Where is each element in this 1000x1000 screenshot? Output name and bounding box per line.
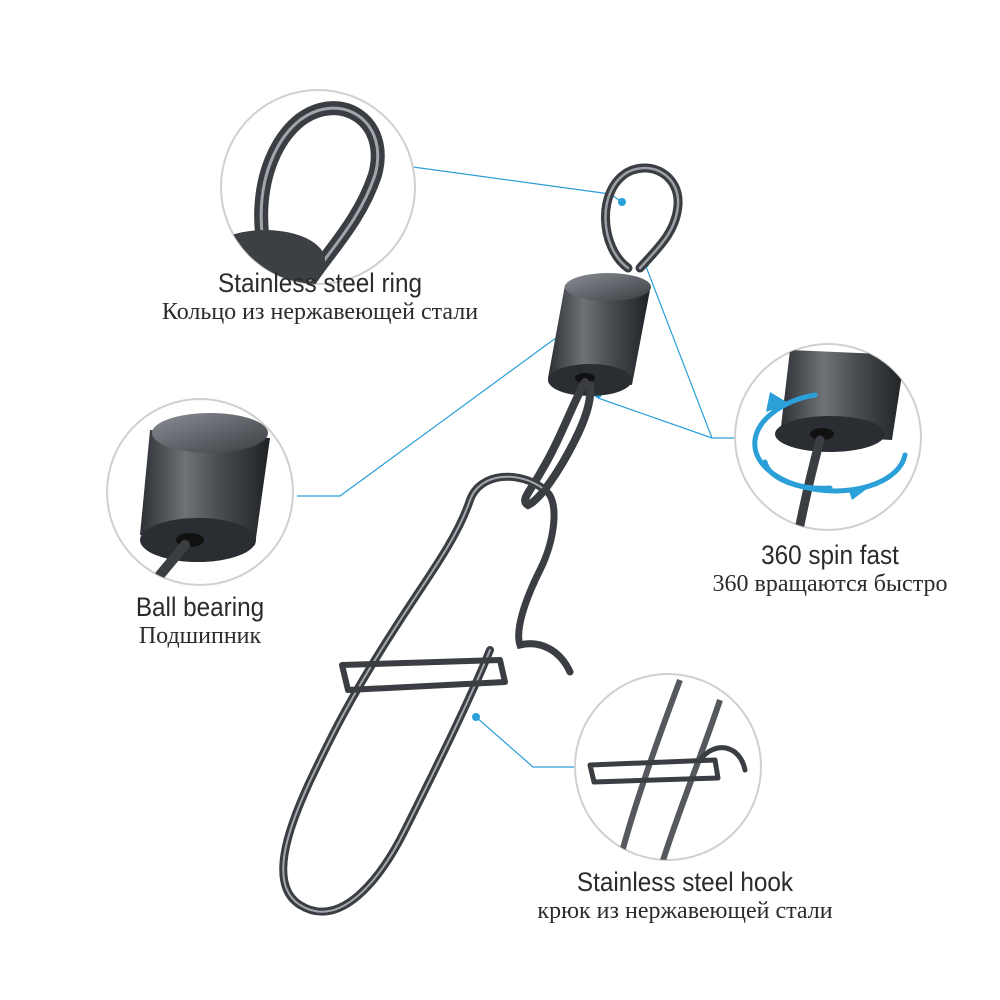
- spin-detail-circle: [734, 343, 922, 531]
- ring-title: Stainless steel ring: [218, 268, 422, 298]
- bearing-detail-circle: [106, 398, 294, 586]
- ring-callout-label: Stainless steel ring Кольцо из нержавеющ…: [120, 268, 520, 327]
- bearing-barrel: [548, 273, 651, 396]
- snap-wire-right: [515, 486, 574, 676]
- bearing-callout-label: Ball bearing Подшипник: [80, 592, 320, 651]
- ring-leader-line: [412, 166, 623, 203]
- spin-subtitle: 360 вращаются быстро: [712, 571, 948, 598]
- hook-subtitle: крюк из нержавеющей стали: [537, 898, 833, 925]
- bearing-title: Ball bearing: [135, 592, 265, 622]
- hook-leader-line: [475, 716, 575, 768]
- spin-leader-line-lower: [597, 397, 713, 439]
- spin-callout-label: 360 spin fast 360 вращаются быстро: [680, 540, 980, 599]
- ring-subtitle: Кольцо из нержавеющей стали: [161, 299, 479, 326]
- snap-latch: [339, 657, 508, 693]
- hook-title: Stainless steel hook: [576, 867, 794, 897]
- hook-detail-circle: [574, 673, 762, 861]
- swivel-snap-product: [279, 163, 683, 916]
- bearing-subtitle: Подшипник: [138, 623, 262, 650]
- bearing-leader-line: [297, 301, 606, 497]
- spin-title: 360 spin fast: [761, 540, 899, 570]
- circular-arrows-icon: [752, 392, 908, 500]
- hook-callout-label: Stainless steel hook крюк из нержавеющей…: [500, 867, 870, 926]
- swivel-lower-eye: [521, 378, 595, 510]
- snap-wire: [279, 472, 549, 916]
- spin-leader-line-upper: [644, 263, 740, 439]
